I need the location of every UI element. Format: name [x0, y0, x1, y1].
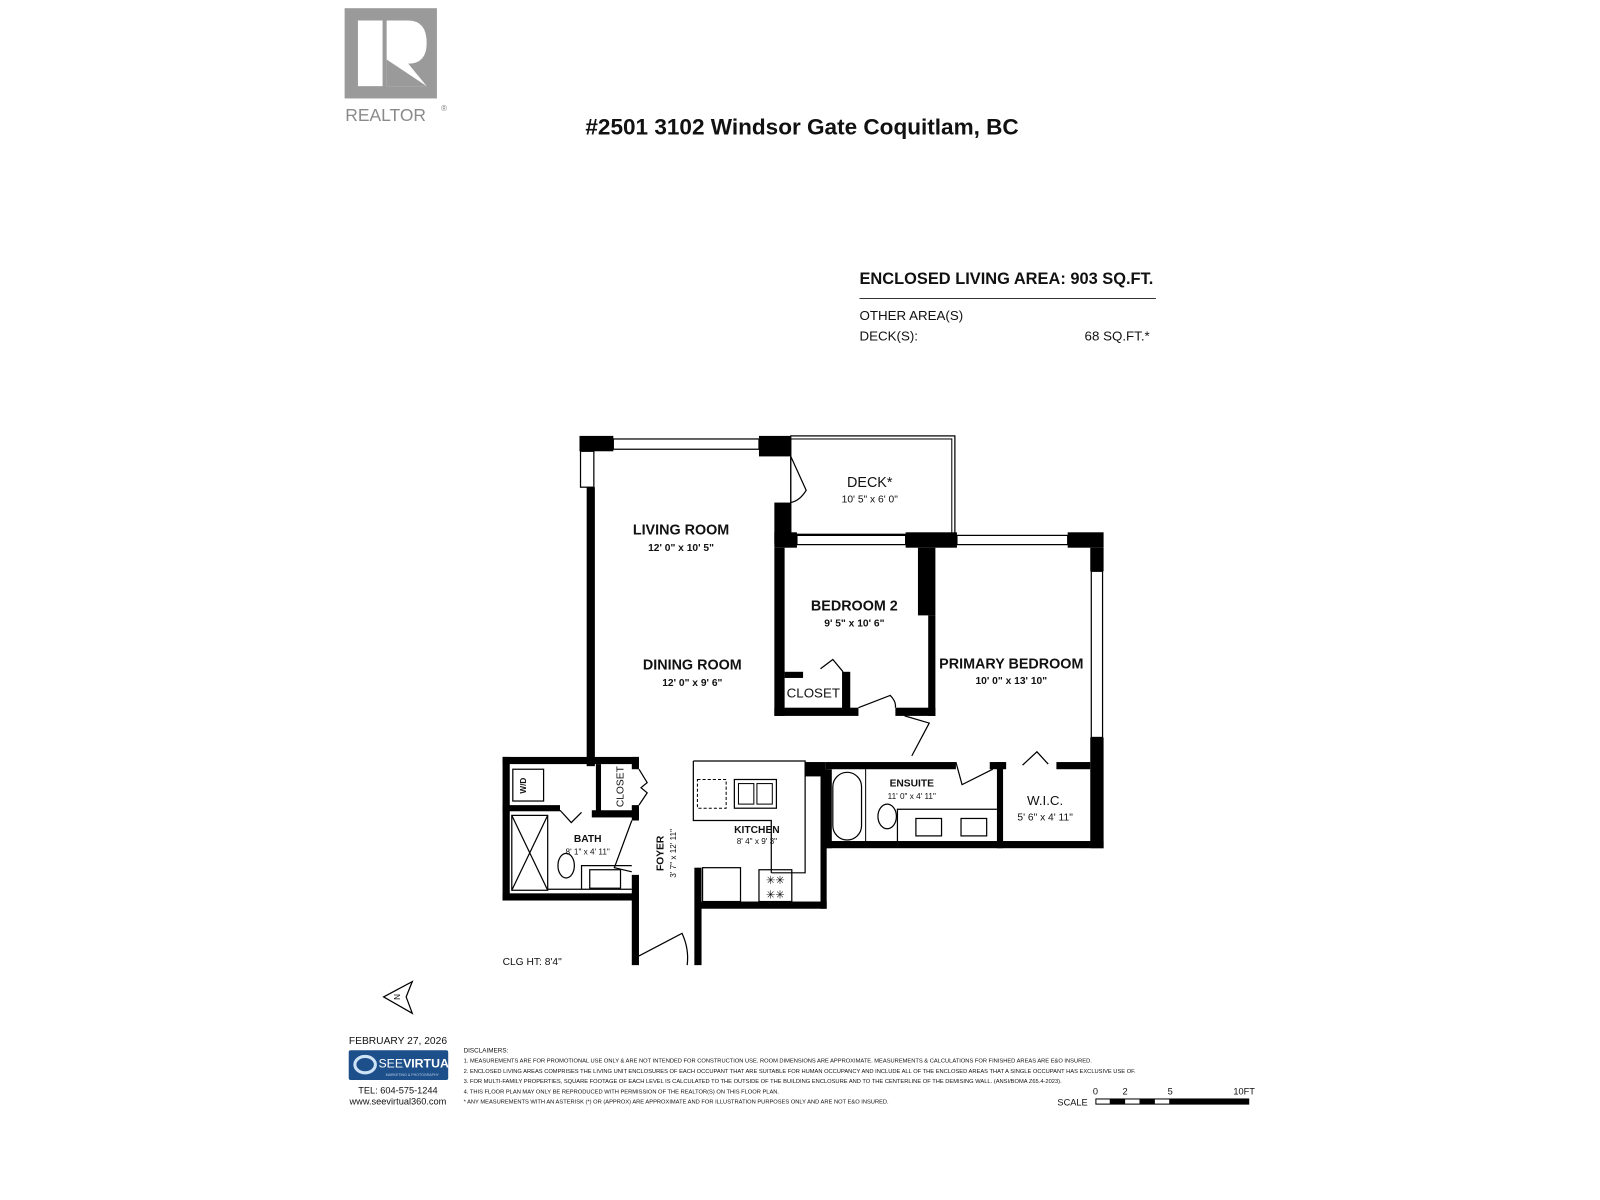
room-labels: DECK* 10' 5" x 6' 0" LIVING ROOM 12' 0" …	[519, 475, 1083, 878]
disclaimer-4: 4. THIS FLOOR PLAN MAY ONLY BE REPRODUCE…	[464, 1089, 780, 1095]
disclaimers-title: DISCLAIMERS:	[464, 1047, 509, 1054]
scale-label: SCALE	[1057, 1098, 1087, 1108]
fridge	[701, 867, 742, 903]
ceiling-height: CLG HT: 8'4"	[503, 957, 563, 968]
toilet	[877, 803, 898, 830]
scale-bar: 0 2 5 10FT SCALE	[1057, 1086, 1255, 1107]
dining-room-dims: 12' 0" x 9' 6"	[662, 678, 722, 689]
website: www.seevirtual360.com	[349, 1097, 447, 1107]
window	[956, 534, 1069, 546]
phone: TEL: 604-575-1244	[358, 1085, 437, 1095]
brand-see: SEE	[378, 1057, 403, 1071]
disclaimer-1: 1. MEASUREMENTS ARE FOR PROMOTIONAL USE …	[464, 1059, 1093, 1065]
bedroom2-dims: 9' 5" x 10' 6"	[824, 619, 884, 630]
deck-area-label: DECK(S):	[859, 329, 918, 344]
disclaimer-2: 2. ENCLOSED LIVING AREAS COMPRISES THE L…	[464, 1069, 1136, 1075]
deck-dims: 10' 5" x 6' 0"	[842, 495, 899, 506]
scale-tick-10: 10FT	[1233, 1086, 1255, 1096]
realtor-logo-text: REALTOR	[345, 105, 426, 125]
door-swing	[790, 456, 807, 504]
bedroom2-label: BEDROOM 2	[811, 598, 898, 614]
toilet	[557, 852, 575, 879]
bath-dims: 8' 1" x 4' 11"	[566, 847, 610, 856]
floor-plan: ✳✳ ✳✳	[502, 435, 1104, 966]
window	[612, 438, 760, 450]
window	[579, 450, 595, 488]
brand-virtual: VIRTUAL	[403, 1057, 457, 1071]
area-summary: ENCLOSED LIVING AREA: 903 SQ.FT. OTHER A…	[859, 270, 1156, 344]
door-swing	[613, 820, 633, 873]
wic-dims: 5' 6" x 4' 11"	[1017, 813, 1073, 824]
foyer-dims: 3' 7" x 12' 11"	[669, 829, 678, 878]
door-swing	[858, 694, 897, 709]
washer-dryer-label: W/D	[519, 778, 528, 794]
ensuite-label: ENSUITE	[890, 779, 935, 790]
door-swing	[820, 658, 844, 673]
registered-mark: ®	[441, 104, 447, 113]
ensuite-dims: 11' 0" x 4' 11"	[888, 792, 936, 801]
primary-bedroom-dims: 10' 0" x 13' 10"	[975, 676, 1047, 687]
north-arrow-icon: N	[382, 980, 414, 1015]
door-swing	[559, 809, 582, 824]
seevirtual-logo: SEEVIRTUAL MARKETING & PHOTOGRAPHY	[348, 1050, 457, 1080]
plan-date: FEBRUARY 27, 2026	[349, 1036, 447, 1047]
deck-label: DECK*	[847, 475, 893, 491]
page-title: #2501 3102 Windsor Gate Coquitlam, BC	[585, 114, 1018, 139]
window	[796, 534, 907, 546]
stove-burners: ✳✳	[766, 889, 785, 901]
bedroom2-closet-label: CLOSET	[787, 685, 840, 700]
sink	[589, 869, 622, 889]
shower	[511, 814, 549, 891]
kitchen-sink	[733, 778, 778, 809]
kitchen-counter	[692, 760, 806, 874]
dishwasher	[696, 778, 727, 809]
kitchen-label: KITCHEN	[734, 825, 780, 836]
other-areas-label: OTHER AREA(S)	[859, 308, 963, 323]
scale-tick-0: 0	[1093, 1086, 1098, 1096]
closet-door	[638, 768, 648, 806]
sink	[960, 817, 988, 837]
brand-tagline: MARKETING & PHOTOGRAPHY	[386, 1073, 440, 1077]
disclaimer-5: * ANY MEASUREMENTS WITH AN ASTERISK (*) …	[464, 1100, 889, 1106]
living-room-label: LIVING ROOM	[633, 522, 729, 538]
stove-burners: ✳✳	[766, 875, 785, 887]
foyer-closet-label: CLOSET	[616, 765, 627, 807]
bath-label: BATH	[574, 834, 602, 845]
svg-text:SEEVIRTUAL: SEEVIRTUAL	[378, 1057, 456, 1071]
dining-room-label: DINING ROOM	[643, 658, 742, 674]
window	[1090, 570, 1104, 739]
wic-label: W.I.C.	[1027, 793, 1063, 808]
sink	[915, 817, 943, 837]
door-swing	[1022, 750, 1049, 766]
deck-area-value: 68 SQ.FT.*	[1085, 329, 1150, 344]
door-swing	[904, 715, 931, 757]
primary-bedroom-label: PRIMARY BEDROOM	[939, 657, 1083, 673]
kitchen-dims: 8' 4" x 9' 3"	[737, 837, 777, 846]
door-swing	[955, 761, 994, 786]
living-room-dims: 12' 0" x 10' 5"	[648, 543, 714, 554]
enclosed-area-label: ENCLOSED LIVING AREA: 903 SQ.FT.	[859, 270, 1153, 288]
disclaimer-3: 3. FOR MULTI-FAMILY PROPERTIES, SQUARE F…	[464, 1079, 1063, 1085]
washer-dryer	[512, 768, 545, 802]
north-label: N	[393, 994, 402, 1000]
bathtub	[832, 771, 863, 841]
foyer-label: FOYER	[656, 835, 667, 871]
front-door-swing	[638, 932, 689, 966]
disclaimers: DISCLAIMERS: 1. MEASUREMENTS ARE FOR PRO…	[464, 1047, 1136, 1105]
scale-tick-5: 5	[1168, 1086, 1173, 1096]
scale-tick-2: 2	[1123, 1086, 1128, 1096]
realtor-logo: REALTOR ®	[344, 8, 447, 125]
